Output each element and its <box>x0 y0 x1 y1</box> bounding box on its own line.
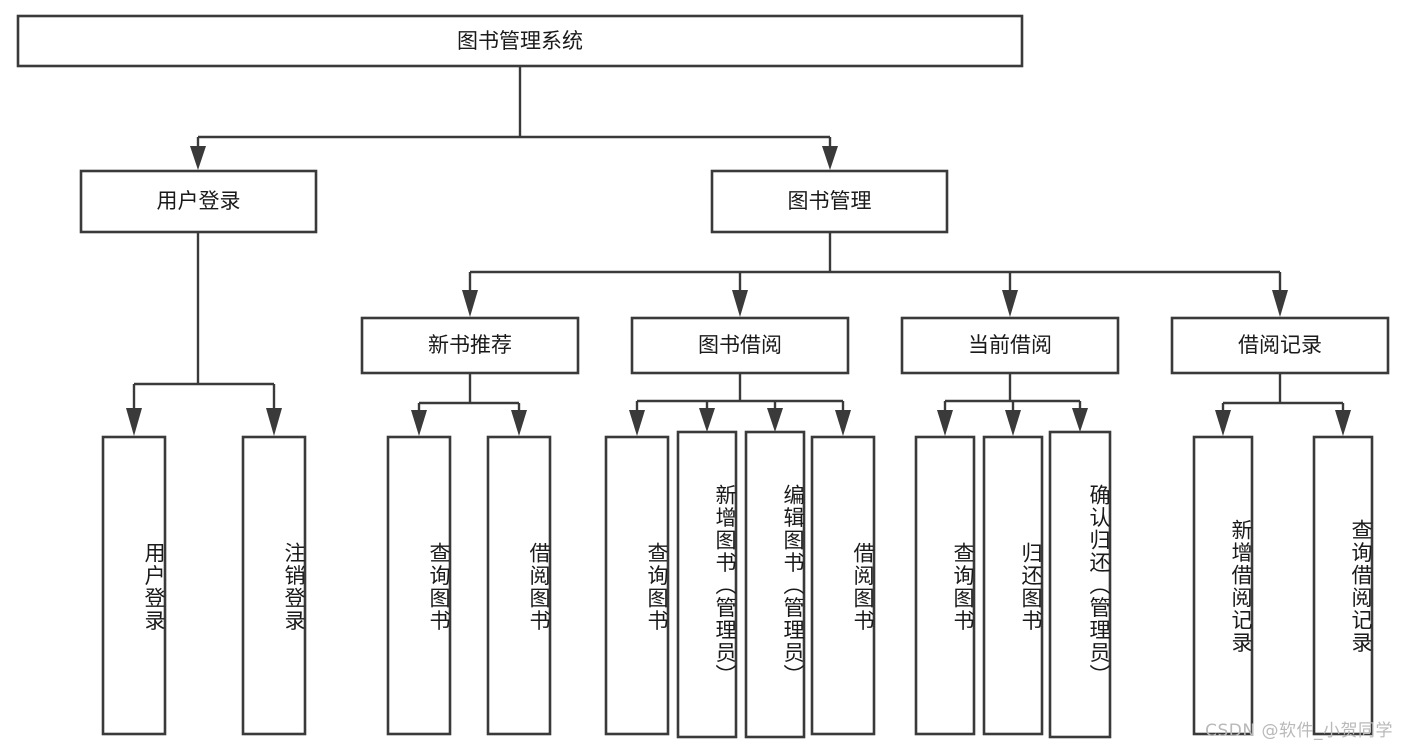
arrowhead-to-borrow-record <box>1272 290 1288 317</box>
arrowhead-to-book-management <box>822 146 838 170</box>
arrowhead-leaf-query-record <box>1335 410 1351 436</box>
leaf-node-box[interactable] <box>241 435 307 736</box>
node-book-management-label: 图书管理 <box>788 189 872 213</box>
leaf-node-box[interactable] <box>982 435 1044 736</box>
arrowhead-leaf-add-record <box>1215 410 1231 436</box>
node-new-book-recommend-box <box>360 316 580 375</box>
node-book-borrow-label: 图书借阅 <box>698 333 782 357</box>
node-borrow-record[interactable]: 借阅记录 <box>1170 316 1390 375</box>
leaf-node-box[interactable] <box>386 435 452 736</box>
arrowhead-leaf-query-book-1 <box>411 410 427 436</box>
arrowhead-leaf-edit-book <box>767 408 783 432</box>
node-root-label: 图书管理系统 <box>457 29 583 53</box>
arrowhead-to-book-borrow <box>732 290 748 317</box>
leaf-node-box[interactable] <box>1312 435 1374 736</box>
node-current-borrow-label: 当前借阅 <box>968 333 1052 357</box>
arrowhead-leaf-logout <box>266 408 282 436</box>
leaf-node-box[interactable] <box>744 430 806 739</box>
arrowhead-leaf-borrow-book-2 <box>835 410 851 436</box>
arrowhead-leaf-return-book <box>1005 410 1021 436</box>
leaf-node-box[interactable] <box>1192 435 1254 736</box>
leaf-node-box[interactable] <box>604 435 670 736</box>
node-new-book-recommend-label: 新书推荐 <box>428 333 512 357</box>
watermark-text: CSDN @软件_小贺同学 <box>1205 721 1393 741</box>
arrowhead-leaf-confirm-return <box>1072 408 1088 432</box>
node-root-system[interactable]: 图书管理系统 <box>16 14 1024 68</box>
node-current-borrow[interactable]: 当前借阅 <box>900 316 1120 375</box>
arrowhead-to-current-borrow <box>1002 290 1018 317</box>
node-borrow-record-label: 借阅记录 <box>1238 333 1322 357</box>
leaf-node-box[interactable] <box>101 435 167 736</box>
arrowhead-leaf-user-login <box>126 408 142 436</box>
leaf-node-box[interactable] <box>810 435 876 736</box>
connector-lines <box>126 66 1351 436</box>
node-user-login-box <box>79 169 318 234</box>
arrowhead-to-new-book-recommend <box>462 290 478 317</box>
node-current-borrow-box <box>900 316 1120 375</box>
arrowhead-to-user-login <box>190 146 206 170</box>
leaf-node-box[interactable] <box>1048 430 1112 739</box>
leaf-node-box[interactable] <box>676 430 738 739</box>
node-book-borrow[interactable]: 图书借阅 <box>630 316 850 375</box>
node-book-management[interactable]: 图书管理 <box>710 169 949 234</box>
leaf-node-boxes <box>101 430 1374 739</box>
arrowhead-leaf-borrow-book-1 <box>511 410 527 436</box>
arrowhead-leaf-query-book-3 <box>937 410 953 436</box>
node-book-borrow-box <box>630 316 850 375</box>
leaf-node-box[interactable] <box>914 435 976 736</box>
node-borrow-record-box <box>1170 316 1390 375</box>
node-user-login-label: 用户登录 <box>157 189 241 213</box>
arrowhead-leaf-add-book <box>699 408 715 432</box>
arrowhead-leaf-query-book-2 <box>629 410 645 436</box>
node-new-book-recommend[interactable]: 新书推荐 <box>360 316 580 375</box>
node-root-box <box>16 14 1024 68</box>
leaf-node-box[interactable] <box>486 435 552 736</box>
node-book-management-box <box>710 169 949 234</box>
node-user-login[interactable]: 用户登录 <box>79 169 318 234</box>
